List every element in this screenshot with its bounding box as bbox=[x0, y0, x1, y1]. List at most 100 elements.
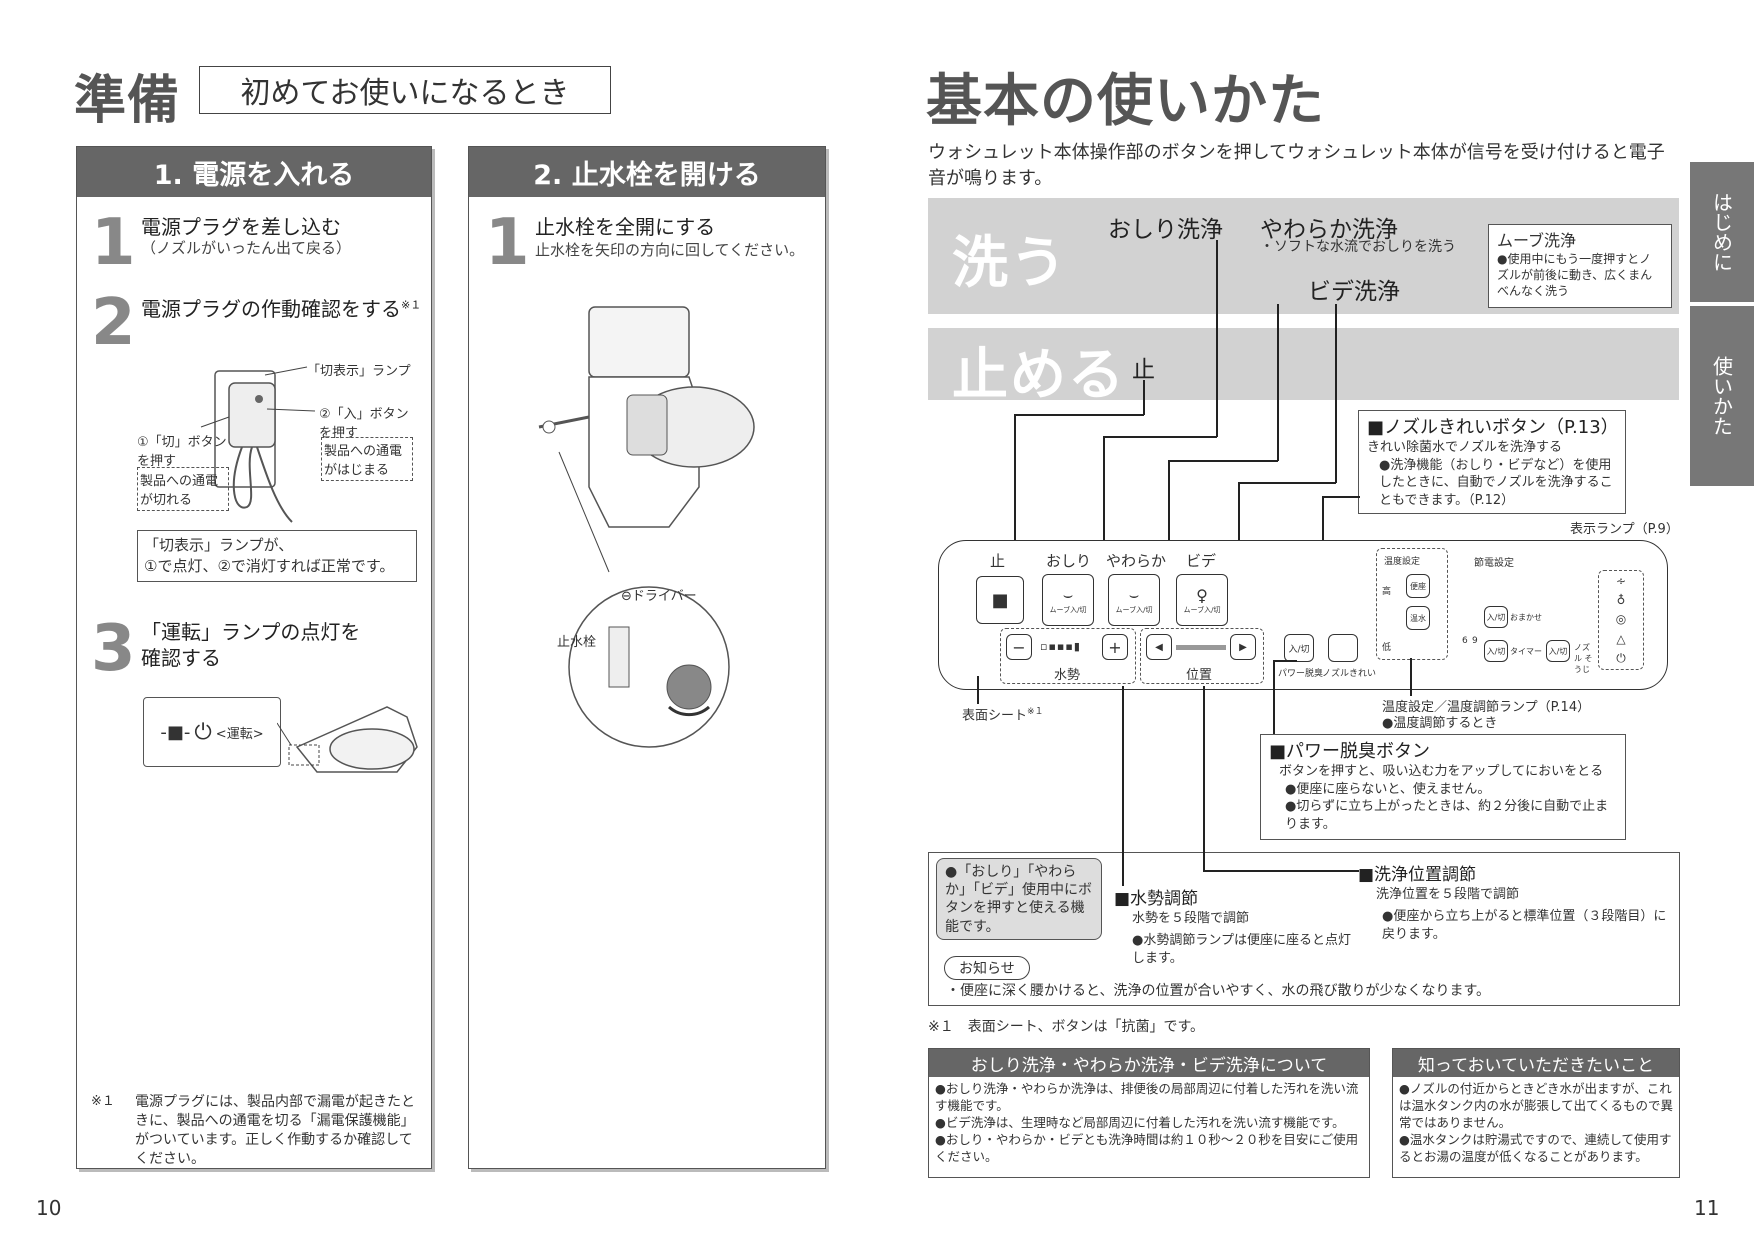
panel-open-valve: 2. 止水栓を開ける 1 止水栓を全開にする 止水栓を矢印の方向に回してください… bbox=[468, 146, 826, 1169]
seat-temp-button[interactable]: 便座 bbox=[1406, 574, 1430, 598]
water-temp-button[interactable]: 温水 bbox=[1406, 606, 1430, 630]
power-deodor-label: パワー脱臭 bbox=[1278, 669, 1324, 679]
wash-info-box: おしり洗浄・やわらか洗浄・ビデ洗浄について ●おしり洗浄・やわらか洗浄は、排便後… bbox=[928, 1048, 1370, 1178]
water-minus-button[interactable]: − bbox=[1006, 634, 1032, 660]
usage-info-box bbox=[928, 852, 1680, 1006]
intro-text: ウォシュレット本体操作部のボタンを押してウォシュレット本体が信号を受け付けると電… bbox=[928, 142, 1665, 190]
step-number: 1 bbox=[485, 206, 530, 280]
bidet-button[interactable]: ♀ムーブ入/切 bbox=[1176, 574, 1228, 626]
toilet-seat-illustration bbox=[277, 706, 418, 773]
tab-tsukaikata[interactable]: 使いかた bbox=[1690, 306, 1754, 486]
step-number: 3 bbox=[91, 612, 136, 686]
surface-sheet-label: 表面シート※１ bbox=[962, 707, 1044, 724]
position-bar bbox=[1176, 645, 1226, 650]
yawaraka-label: やわらか洗浄 bbox=[1260, 217, 1398, 243]
power-deodor-box: ■パワー脱臭ボタン ボタンを押すと、吸い込む力をアップしてにおいをとる ●便座に… bbox=[1260, 734, 1626, 840]
temp-low-label: 低 bbox=[1382, 643, 1392, 653]
yawaraka-desc: ・ソフトな水流でおしりを洗う bbox=[1260, 239, 1456, 255]
save-six: 6 bbox=[1462, 636, 1468, 646]
lamp-deodor-icon: ◎ bbox=[1615, 612, 1627, 627]
water-adj-l2: ●水勢調節ランプは便座に座ると点灯します。 bbox=[1132, 933, 1351, 966]
step-number: 2 bbox=[91, 286, 136, 360]
yawaraka-button[interactable]: ⌣ムーブ入/切 bbox=[1108, 574, 1160, 626]
position-label: 位置 bbox=[1186, 668, 1213, 683]
stop-label: 止 bbox=[1132, 357, 1155, 383]
pos-adj-l2: ●便座から立ち上がると標準位置（３段階目）に戻ります。 bbox=[1382, 909, 1667, 942]
step-title: 電源プラグの作動確認をする※１ bbox=[141, 297, 422, 321]
page-number-right: 11 bbox=[1694, 1196, 1720, 1220]
panel-oshiri-label: おしり bbox=[1046, 552, 1092, 570]
pos-adj-l1: 洗浄位置を５段階で調節 bbox=[1376, 887, 1520, 902]
indicator-lamps: ∻♁◎△⏻ bbox=[1598, 570, 1644, 670]
left-page-subtitle: 初めてお使いになるとき bbox=[199, 66, 611, 114]
footnote-text: 電源プラグには、製品内部で漏電が起きたときに、製品への通電を切る「漏電保護機能」… bbox=[135, 1094, 415, 1167]
temp-setting-group bbox=[1376, 548, 1448, 660]
nozzle-clean-short-label: ノズル そうじ bbox=[1574, 643, 1593, 674]
stop-button[interactable]: ■ bbox=[976, 576, 1024, 624]
know-info-box: 知っておいていただきたいこと ●ノズルの付近からときどき水が出ますが、これは温水… bbox=[1392, 1048, 1680, 1178]
position-right-button[interactable]: ▶ bbox=[1230, 634, 1256, 660]
step-number: 1 bbox=[91, 206, 136, 280]
position-group bbox=[1140, 628, 1264, 684]
temp-setting-label: 温度設定 bbox=[1384, 557, 1421, 567]
stop-band bbox=[928, 328, 1679, 400]
nozzle-clean-button[interactable] bbox=[1328, 634, 1358, 662]
omakase-button[interactable]: 入/切 bbox=[1484, 606, 1508, 628]
step-title: 電源プラグを差し込む bbox=[141, 215, 341, 239]
water-pressure-group bbox=[1000, 628, 1136, 684]
driver-label: ⊖ドライバー bbox=[621, 589, 697, 604]
check-note: 「切表示」ランプが、 ①で点灯、②で消灯すれば正常です。 bbox=[137, 530, 417, 582]
water-adj-l1: 水勢を５段階で調節 bbox=[1132, 911, 1250, 926]
pos-adj-title: ■洗浄位置調節 bbox=[1358, 865, 1477, 885]
run-lamp-box: -■- ⏻ <運転> bbox=[143, 697, 281, 767]
lamp-glow-icon: -■- bbox=[160, 721, 191, 743]
water-label: 水勢 bbox=[1054, 668, 1081, 683]
panel-power-on-header: 1. 電源を入れる bbox=[77, 147, 431, 197]
on-button-desc: 製品への通電がはじまる bbox=[321, 437, 413, 481]
panel-bidet-label: ビデ bbox=[1186, 552, 1217, 570]
off-button-label: ①「切」ボタンを押す bbox=[137, 435, 227, 469]
notice-label: お知らせ bbox=[944, 956, 1030, 980]
power-deodor-button[interactable]: 入/切 bbox=[1284, 634, 1314, 662]
step-sub: （ノズルがいったん出て戻る） bbox=[141, 239, 352, 257]
lamp-nozzle-icon: ♁ bbox=[1616, 593, 1626, 608]
panel-open-valve-header: 2. 止水栓を開ける bbox=[469, 147, 825, 197]
water-plus-button[interactable]: + bbox=[1102, 634, 1128, 660]
tab-hajimeni[interactable]: はじめに bbox=[1690, 162, 1754, 302]
oshiri-button[interactable]: ⌣ムーブ入/切 bbox=[1042, 574, 1094, 626]
water-adj-title: ■水勢調節 bbox=[1114, 889, 1199, 909]
panel-power-on: 1. 電源を入れる 1 電源プラグを差し込む （ノズルがいったん出て戻る） 2 … bbox=[76, 146, 432, 1169]
step-title: 止水栓を全開にする bbox=[535, 215, 716, 239]
temp-high-label: 高 bbox=[1382, 587, 1392, 597]
left-page-title: 準備 bbox=[74, 71, 181, 131]
bidet-label: ビデ洗浄 bbox=[1308, 279, 1400, 305]
bidet-icon: ♀ bbox=[1196, 585, 1208, 605]
oshiri-icon: ⌣ bbox=[1062, 585, 1074, 604]
off-button-desc: 製品への通電が切れる bbox=[137, 467, 229, 511]
save-nine: 9 bbox=[1472, 636, 1478, 646]
right-footnote: ※１ 表面シート、ボタンは「抗菌」です。 bbox=[928, 1019, 1205, 1035]
lamp-power-icon: ⏻ bbox=[1616, 651, 1626, 666]
power-plug-illustration bbox=[200, 366, 316, 523]
lamp-label: 「切表示」ランプ bbox=[307, 364, 411, 379]
omakase-label: おまかせ bbox=[1510, 613, 1542, 622]
nozzle-clean-short-button[interactable]: 入/切 bbox=[1546, 640, 1570, 662]
valve-label: 止水栓 bbox=[557, 635, 597, 650]
wash-band-label: 洗う bbox=[952, 231, 1068, 296]
lamp-water-icon: △ bbox=[1616, 631, 1626, 646]
notice-text: ・便座に深く腰かけると、洗浄の位置が合いやすく、水の飛び散りが少なくなります。 bbox=[946, 983, 1491, 999]
power-icon: ⏻ bbox=[194, 719, 212, 745]
timer-label: タイマー bbox=[1510, 647, 1542, 656]
step-title: 「運転」ランプの点灯を 確認する bbox=[141, 620, 361, 670]
stop-band-label: 止める bbox=[952, 343, 1126, 408]
run-label: <運転> bbox=[215, 726, 264, 742]
nozzle-clean-label: ノズルきれい bbox=[1322, 669, 1377, 679]
right-page-title: 基本の使いかた bbox=[926, 69, 1325, 134]
toilet-valve-illustration bbox=[538, 306, 755, 748]
temp-lamp-sub: ●温度調節するとき bbox=[1382, 716, 1498, 731]
nozzle-clean-box: ■ノズルきれいボタン（P.13） きれい除菌水でノズルを洗浄する ●洗浄機能（お… bbox=[1358, 410, 1626, 514]
panel-yawaraka-label: やわらか bbox=[1106, 552, 1167, 570]
position-left-button[interactable]: ◀ bbox=[1146, 634, 1172, 660]
timer-button[interactable]: 入/切 bbox=[1484, 640, 1508, 662]
usable-note: ●「おしり」「やわらか」「ビデ」使用中にボタンを押すと使える機能です。 bbox=[936, 858, 1102, 940]
